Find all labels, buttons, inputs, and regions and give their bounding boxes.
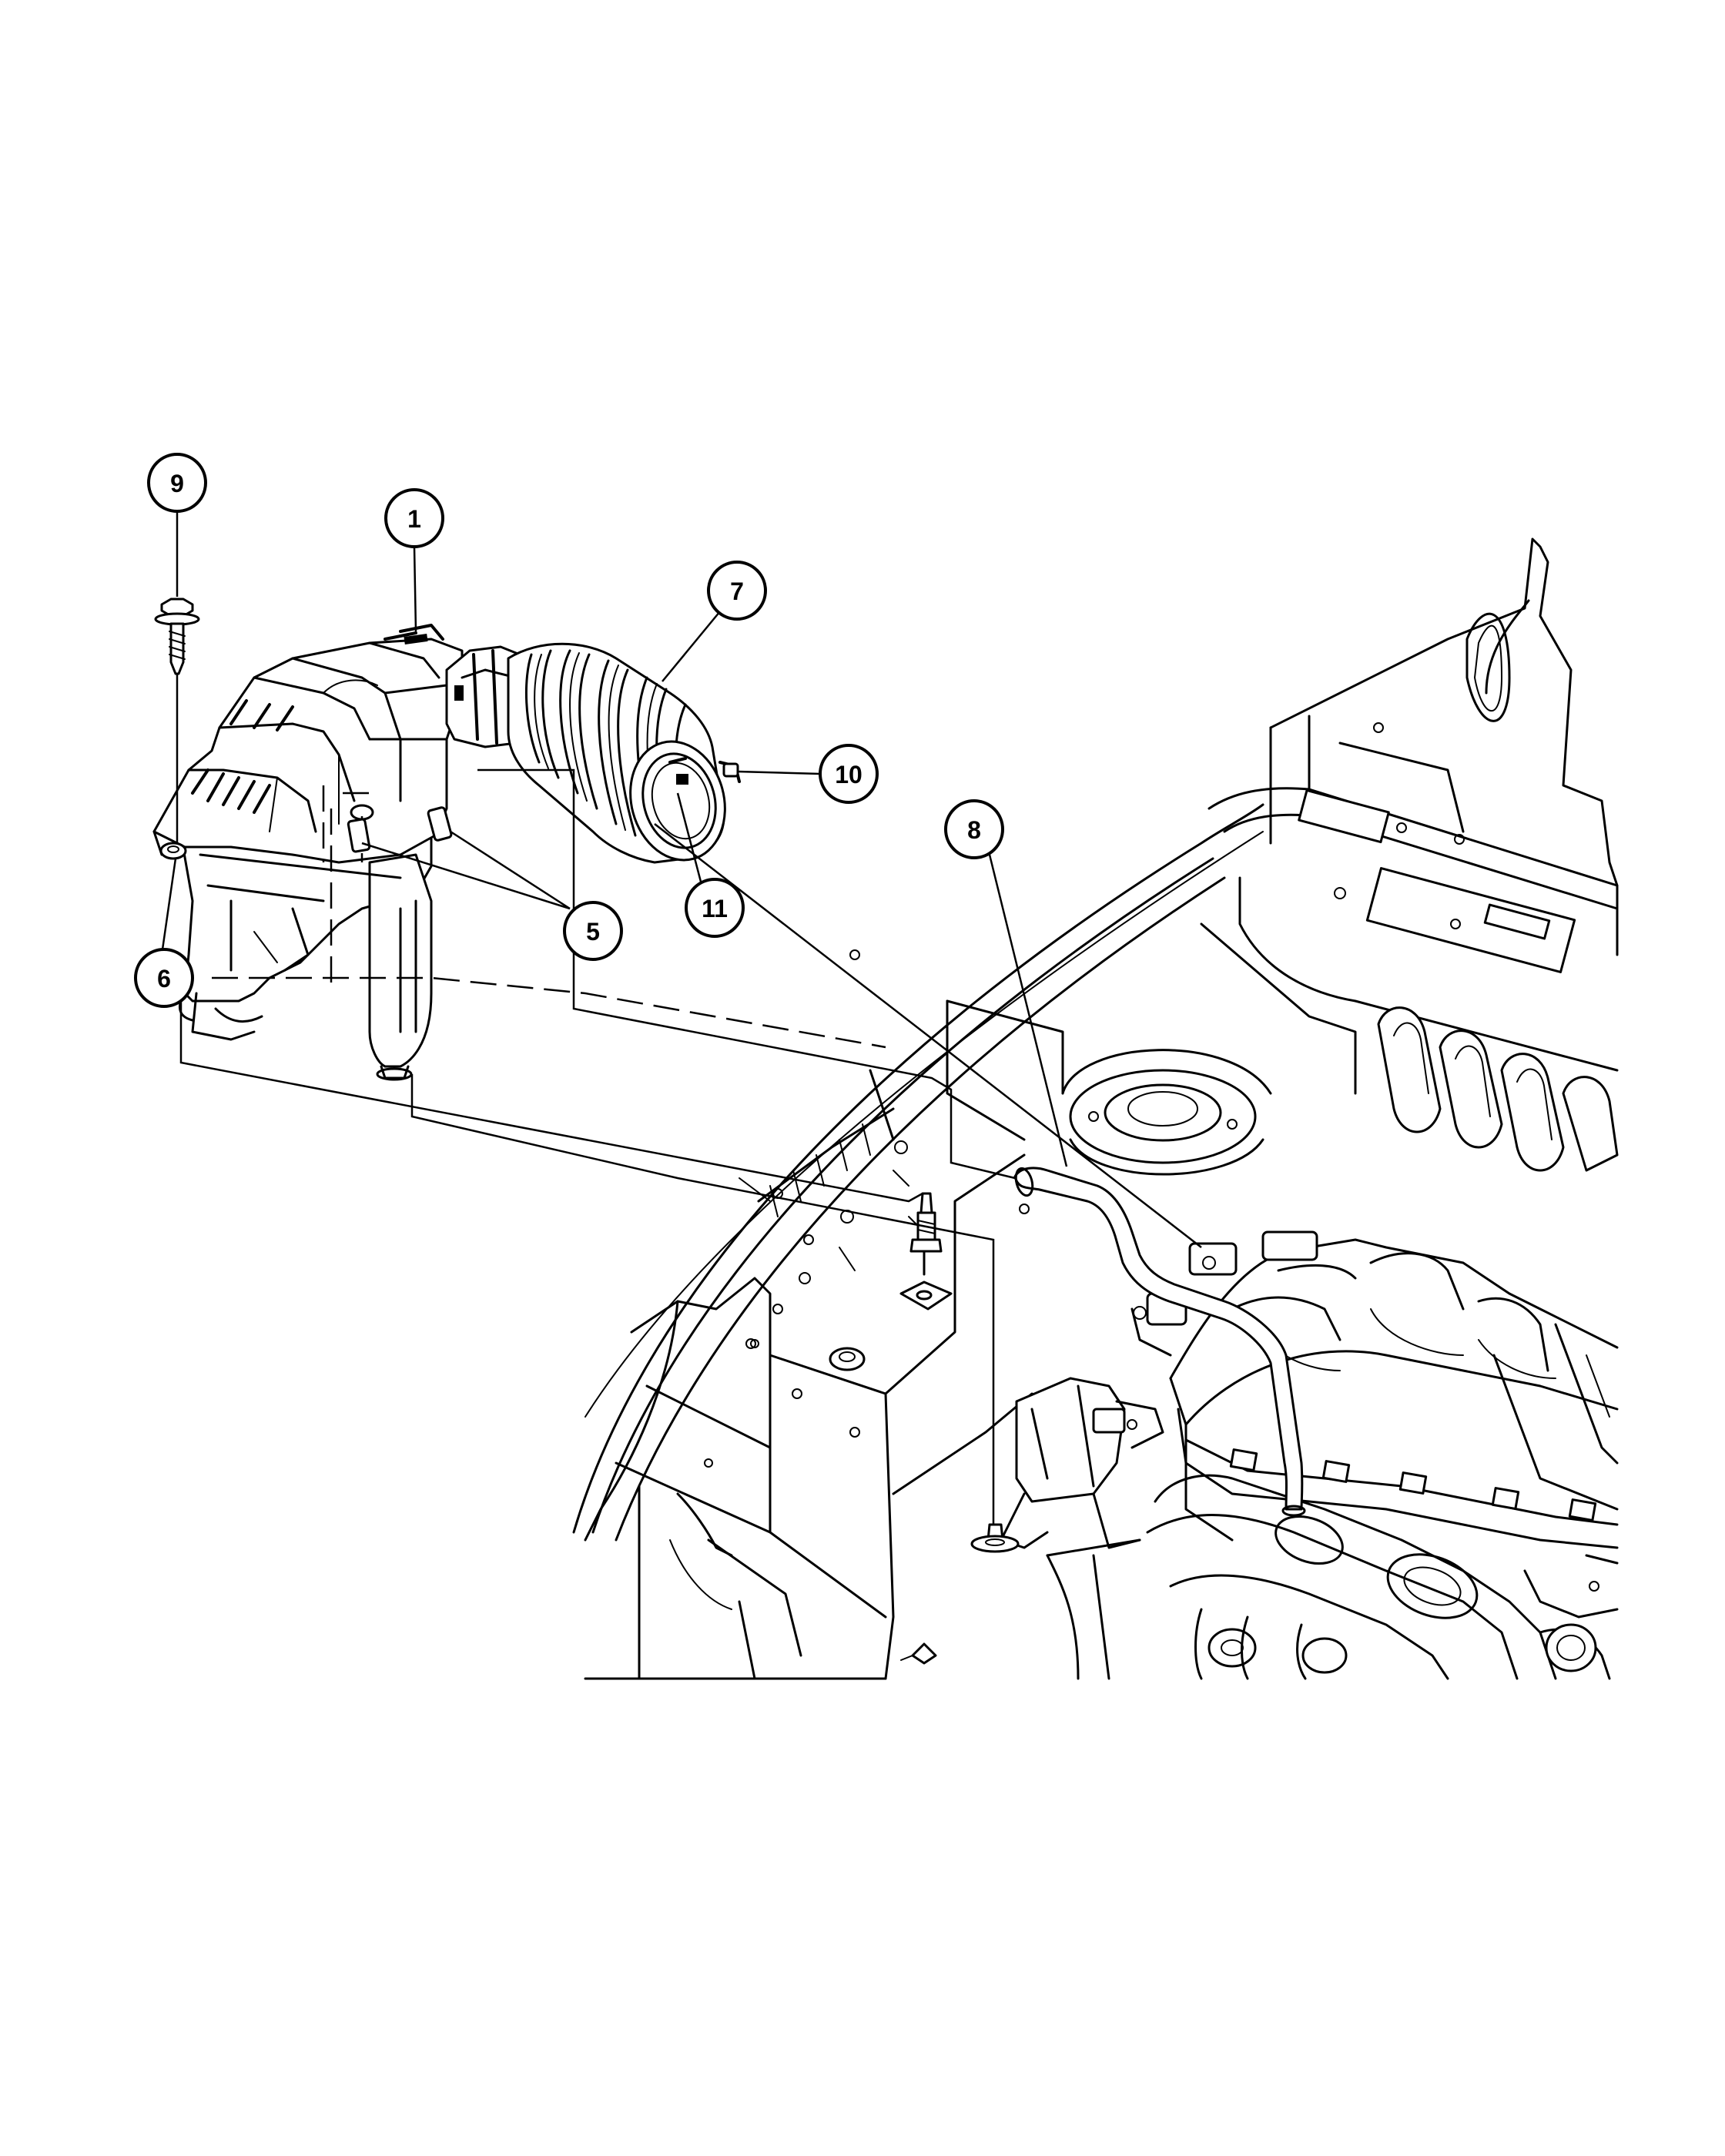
callout-7: 7 xyxy=(707,561,767,621)
engine-bay-drawing xyxy=(572,537,1619,1680)
svg-text:9: 9 xyxy=(170,470,184,497)
air-cleaner-drawing xyxy=(152,624,533,1081)
callout-10: 10 xyxy=(819,744,879,804)
callout-11: 11 xyxy=(685,878,745,938)
svg-text:11: 11 xyxy=(702,895,728,922)
callout-6: 6 xyxy=(134,948,194,1008)
callout-5: 5 xyxy=(563,901,623,961)
svg-text:1: 1 xyxy=(407,505,421,533)
screw-drawing xyxy=(154,598,200,675)
leader-lines xyxy=(160,511,1202,1525)
callout-8: 8 xyxy=(944,799,1004,859)
make-up-air-hose-drawing xyxy=(1013,1167,1306,1517)
svg-text:7: 7 xyxy=(730,578,744,605)
svg-text:10: 10 xyxy=(835,761,862,788)
svg-text:5: 5 xyxy=(586,918,600,946)
air-duct-drawing xyxy=(507,642,741,864)
callout-1: 1 xyxy=(384,488,444,548)
callout-9: 9 xyxy=(147,453,207,513)
svg-text:8: 8 xyxy=(967,816,981,844)
mounting-stud-drawing xyxy=(750,1192,1020,1553)
svg-text:6: 6 xyxy=(157,965,171,993)
